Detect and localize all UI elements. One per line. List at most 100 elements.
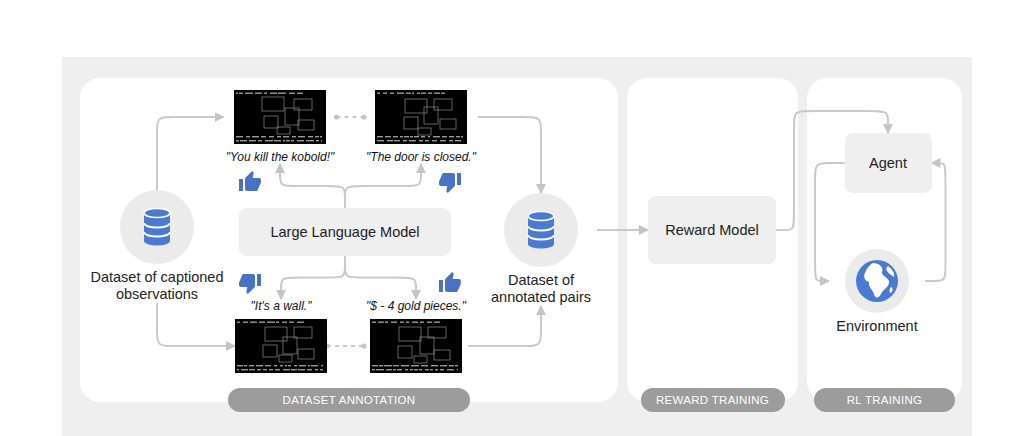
status-glyph (297, 322, 304, 323)
status-glyph (286, 140, 290, 141)
panel-ground (627, 78, 798, 402)
status-glyph (400, 136, 403, 137)
icon-disc (845, 249, 909, 313)
icon-node: Environment (829, 249, 925, 335)
status-glyph (249, 140, 256, 141)
status-glyph (321, 140, 322, 141)
globe-sea (856, 260, 898, 302)
status-glyph (297, 93, 303, 94)
status-glyph (461, 136, 463, 137)
status-glyph (243, 322, 248, 323)
database-top (144, 209, 170, 218)
status-glyph (285, 365, 287, 366)
status-glyph (425, 140, 429, 141)
status-glyph (409, 140, 416, 141)
status-glyph (256, 365, 263, 366)
status-glyph (283, 136, 289, 137)
status-glyph (236, 93, 238, 94)
map-room (263, 345, 277, 357)
status-glyph (320, 369, 323, 370)
status-glyph (428, 93, 432, 94)
sequence-link (337, 116, 365, 118)
map-room (418, 128, 431, 135)
observation-frame: "You kill the kobold!" (224, 90, 337, 164)
status-glyph (386, 369, 392, 370)
status-glyph (393, 369, 396, 370)
observation-frame: "$ - 4 gold pieces." (364, 299, 468, 373)
status-glyph (250, 322, 257, 323)
map-room (277, 127, 290, 134)
status-glyph (252, 136, 259, 137)
status-glyph (449, 365, 454, 366)
status-glyph (397, 93, 404, 94)
map-room (285, 108, 299, 125)
node-label: Reward Model (665, 222, 759, 238)
status-glyph (297, 140, 304, 141)
stage-label: REWARD TRAINING (641, 388, 785, 412)
status-glyph (393, 136, 398, 137)
status-glyph (277, 136, 281, 137)
database-icon (504, 193, 578, 267)
status-glyph (383, 93, 387, 94)
status-glyph (387, 140, 393, 141)
caption-text: "It's a wall." (251, 299, 312, 313)
screen-ground (370, 319, 462, 373)
flow-arrow (157, 303, 235, 346)
status-glyph (377, 136, 383, 137)
status-glyph (447, 369, 454, 370)
status-glyph (431, 365, 438, 366)
flow-arrow (157, 117, 224, 190)
status-glyph (263, 369, 267, 370)
globe-land (890, 287, 893, 293)
stage-panel: REWARD TRAININGReward Model (627, 78, 798, 402)
status-glyph (237, 322, 240, 323)
status-glyph (456, 136, 460, 137)
status-glyph (269, 136, 274, 137)
status-glyph (406, 322, 409, 323)
observation-frame: "The door is closed." (364, 90, 478, 164)
status-glyph (270, 93, 277, 94)
status-glyph (239, 93, 243, 94)
database-band (144, 223, 170, 228)
status-glyph (240, 140, 247, 141)
icon-node: Dataset of annotated pairs (485, 193, 597, 306)
status-glyph (246, 136, 250, 137)
caption-text: "You kill the kobold!" (226, 150, 335, 164)
icon-node: Dataset of captioned observations (82, 190, 232, 303)
map-room (294, 99, 312, 110)
status-glyph (292, 136, 296, 137)
status-glyph (385, 322, 388, 323)
map-room (294, 327, 312, 338)
status-glyph (412, 322, 418, 323)
map-room (414, 356, 427, 363)
status-glyph (257, 369, 261, 370)
game-screenshot (375, 90, 467, 144)
status-glyph (449, 140, 453, 141)
status-glyph (455, 140, 461, 141)
status-glyph (405, 369, 408, 370)
status-glyph (420, 322, 424, 323)
thumb-down (439, 173, 461, 193)
status-glyph (384, 365, 392, 366)
status-glyph (377, 140, 384, 141)
map-room (298, 349, 314, 359)
status-glyph (294, 365, 297, 366)
status-glyph (236, 136, 243, 137)
status-glyph (410, 136, 413, 137)
status-glyph (449, 136, 454, 137)
process-box: Large Language Model (239, 208, 451, 256)
map-room (434, 99, 452, 110)
status-glyph (442, 136, 447, 137)
map-room (398, 346, 412, 358)
status-glyph (412, 93, 414, 94)
status-glyph (299, 365, 306, 366)
status-glyph (261, 136, 266, 137)
status-glyph (280, 365, 283, 366)
status-glyph (258, 140, 262, 141)
status-glyph (315, 369, 318, 370)
status-glyph (267, 322, 275, 323)
status-glyph (274, 140, 281, 141)
status-glyph (411, 365, 419, 366)
stage-panel: RL TRAININGAgentEnvironment (807, 78, 962, 402)
